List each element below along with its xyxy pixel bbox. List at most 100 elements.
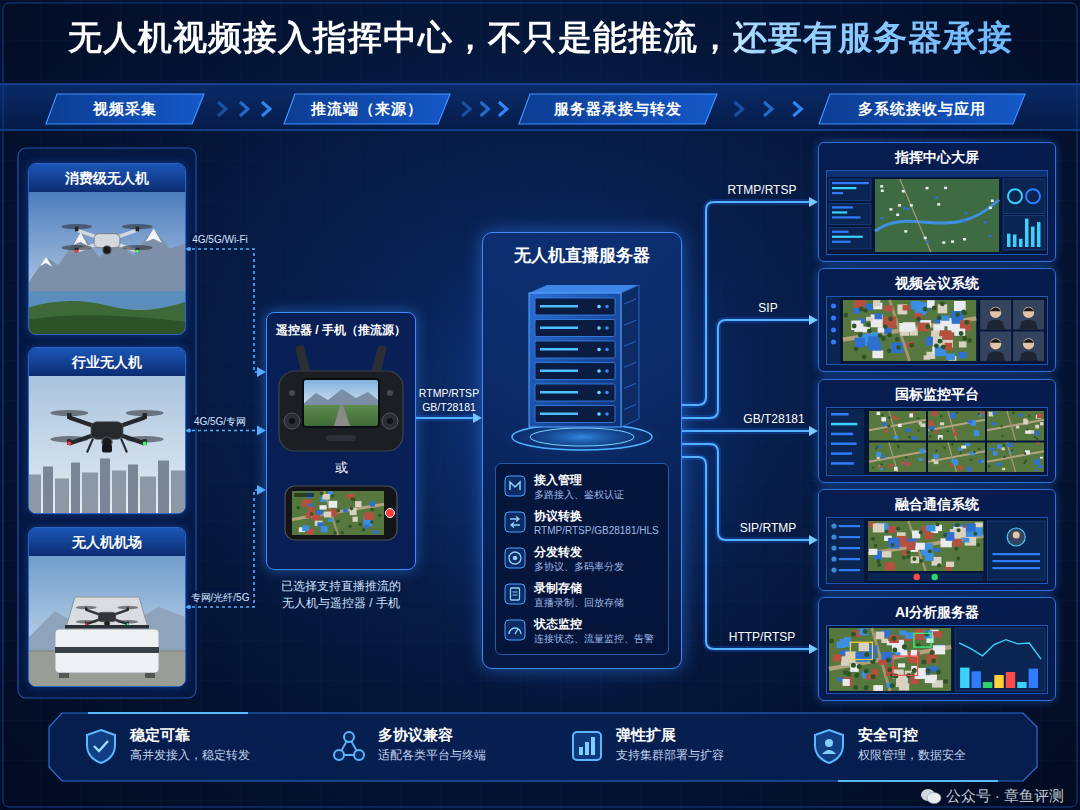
connector — [682, 315, 818, 418]
feature-group: 多协议兼容适配各类平台与终端 — [330, 725, 486, 764]
feature-row: 状态监控连接状态、流量监控、告警 — [504, 616, 660, 646]
app-box: AI分析服务器 — [818, 597, 1056, 701]
app-title: AI分析服务器 — [895, 603, 979, 621]
stage-box: 推流端（来源） — [283, 93, 451, 125]
edge-label: GB/T28181 — [743, 412, 804, 427]
header-strip — [0, 84, 1080, 130]
connector — [416, 413, 482, 423]
connector — [186, 485, 266, 609]
feature-icon — [504, 511, 526, 533]
app-title: 指挥中心大屏 — [895, 148, 979, 166]
feature-desc: RTMP/RTSP/GB28181/HLS — [534, 524, 660, 538]
feature-row: 分发转发多协议、多码率分发 — [504, 544, 660, 574]
controller-image — [276, 343, 406, 455]
push-text: 或 — [335, 459, 348, 476]
feature-title: 录制存储 — [534, 580, 660, 596]
app-title: 融合通信系统 — [895, 495, 979, 513]
app-box: 国标监控平台 — [818, 379, 1056, 483]
feature-icon — [810, 727, 848, 765]
feature-icon — [330, 727, 368, 765]
edge-label: SIP — [758, 301, 777, 316]
band-outline — [48, 712, 1038, 782]
feature-title: 弹性扩展 — [616, 725, 724, 744]
feature-icon — [504, 619, 526, 641]
feature-row: 录制存储直播录制、回放存储 — [504, 580, 660, 610]
feature-title: 接入管理 — [534, 472, 660, 488]
edge-label: RTMP/RTSP — [728, 183, 797, 198]
feature-desc: 高并发接入，稳定转发 — [130, 747, 250, 764]
feature-title: 协议转换 — [534, 508, 660, 524]
feature-title: 安全可控 — [858, 725, 966, 744]
card-box: 消费级无人机 — [28, 163, 186, 335]
connector — [682, 197, 818, 405]
stage-box: 多系统接收与应用 — [818, 93, 1026, 125]
server-box: 无人机直播服务器接入管理多路接入、鉴权认证协议转换RTMP/RTSP/GB281… — [482, 232, 682, 669]
stage-label: 推流端（来源） — [311, 93, 423, 125]
stage-label: 视频采集 — [93, 93, 157, 125]
screen-mockup — [826, 170, 1048, 255]
phone-image — [282, 481, 400, 547]
feature-icon — [82, 727, 120, 765]
page-title: 无人机视频接入指挥中心，不只是能推流，还要有服务器承接 — [0, 16, 1080, 58]
feature-desc: 多路接入、鉴权认证 — [534, 488, 660, 502]
band-box: 稳定可靠高并发接入，稳定转发 多协议兼容适配各类平台与终端 弹性扩展支持集群部署与扩… — [48, 712, 1038, 782]
wechat-icon — [920, 787, 942, 805]
screen-mockup — [826, 625, 1048, 694]
connector — [735, 102, 802, 116]
edge-label: 专网/光纤/5G — [189, 591, 252, 604]
app-title: 国标监控平台 — [895, 385, 979, 403]
drone-photo — [29, 556, 185, 686]
feature-icon — [504, 475, 526, 497]
feature-desc: 适配各类平台与终端 — [378, 747, 486, 764]
edge-label: RTMP/RTSP GB/T28181 — [418, 386, 480, 414]
connector — [218, 102, 270, 116]
feature-title: 稳定可靠 — [130, 725, 250, 744]
push-text: 遥控器 / 手机（推流源） — [276, 322, 406, 338]
card-box: 行业无人机 — [28, 347, 186, 514]
feature-desc: 支持集群部署与扩容 — [616, 747, 724, 764]
edge-label: HTTP/RTSP — [729, 630, 795, 645]
connector — [682, 426, 818, 436]
drone-photo — [29, 376, 185, 513]
stage-label: 多系统接收与应用 — [858, 93, 986, 125]
app-box: 融合通信系统 — [818, 489, 1056, 591]
screen-mockup — [826, 517, 1048, 584]
connector — [462, 102, 507, 116]
feature-icon — [504, 583, 526, 605]
feature-title: 分发转发 — [534, 544, 660, 560]
stage-label: 服务器承接与转发 — [554, 93, 682, 125]
push-box: 遥控器 / 手机（推流源） 或 — [266, 312, 416, 570]
stage-box: 视频采集 — [45, 93, 205, 125]
app-title: 视频会议系统 — [895, 274, 979, 292]
feature-row: 接入管理多路接入、鉴权认证 — [504, 472, 660, 502]
feature-desc: 权限管理，数据安全 — [858, 747, 966, 764]
app-box: 指挥中心大屏 — [818, 142, 1056, 262]
drone-photo — [29, 192, 185, 334]
screen-mockup — [826, 407, 1048, 476]
edge-label: 4G/5G/Wi-Fi — [190, 233, 250, 246]
stage-box: 服务器承接与转发 — [518, 93, 718, 125]
card-title: 行业无人机 — [29, 348, 185, 376]
connector — [682, 457, 818, 654]
source-panel — [18, 148, 196, 698]
feature-group: 弹性扩展支持集群部署与扩容 — [568, 725, 724, 764]
feature-icon — [568, 727, 606, 765]
connector — [186, 247, 266, 377]
panel-box: 接入管理多路接入、鉴权认证协议转换RTMP/RTSP/GB28181/HLS分发… — [495, 463, 669, 655]
app-box: 视频会议系统 — [818, 268, 1056, 372]
server-title: 无人机直播服务器 — [514, 245, 650, 267]
feature-title: 状态监控 — [534, 616, 660, 632]
feature-group: 安全可控权限管理，数据安全 — [810, 725, 966, 764]
frame — [3, 3, 1077, 807]
feature-title: 多协议兼容 — [378, 725, 486, 744]
feature-desc: 多协议、多码率分发 — [534, 560, 660, 574]
server-rack — [497, 277, 667, 457]
caption-note: 已选择支持直播推流的 无人机与遥控器 / 手机 — [277, 578, 405, 612]
watermark: 公众号 · 章鱼评测 — [920, 786, 1064, 806]
card-title: 无人机机场 — [29, 528, 185, 556]
card-title: 消费级无人机 — [29, 164, 185, 192]
card-box: 无人机机场 — [28, 527, 186, 687]
